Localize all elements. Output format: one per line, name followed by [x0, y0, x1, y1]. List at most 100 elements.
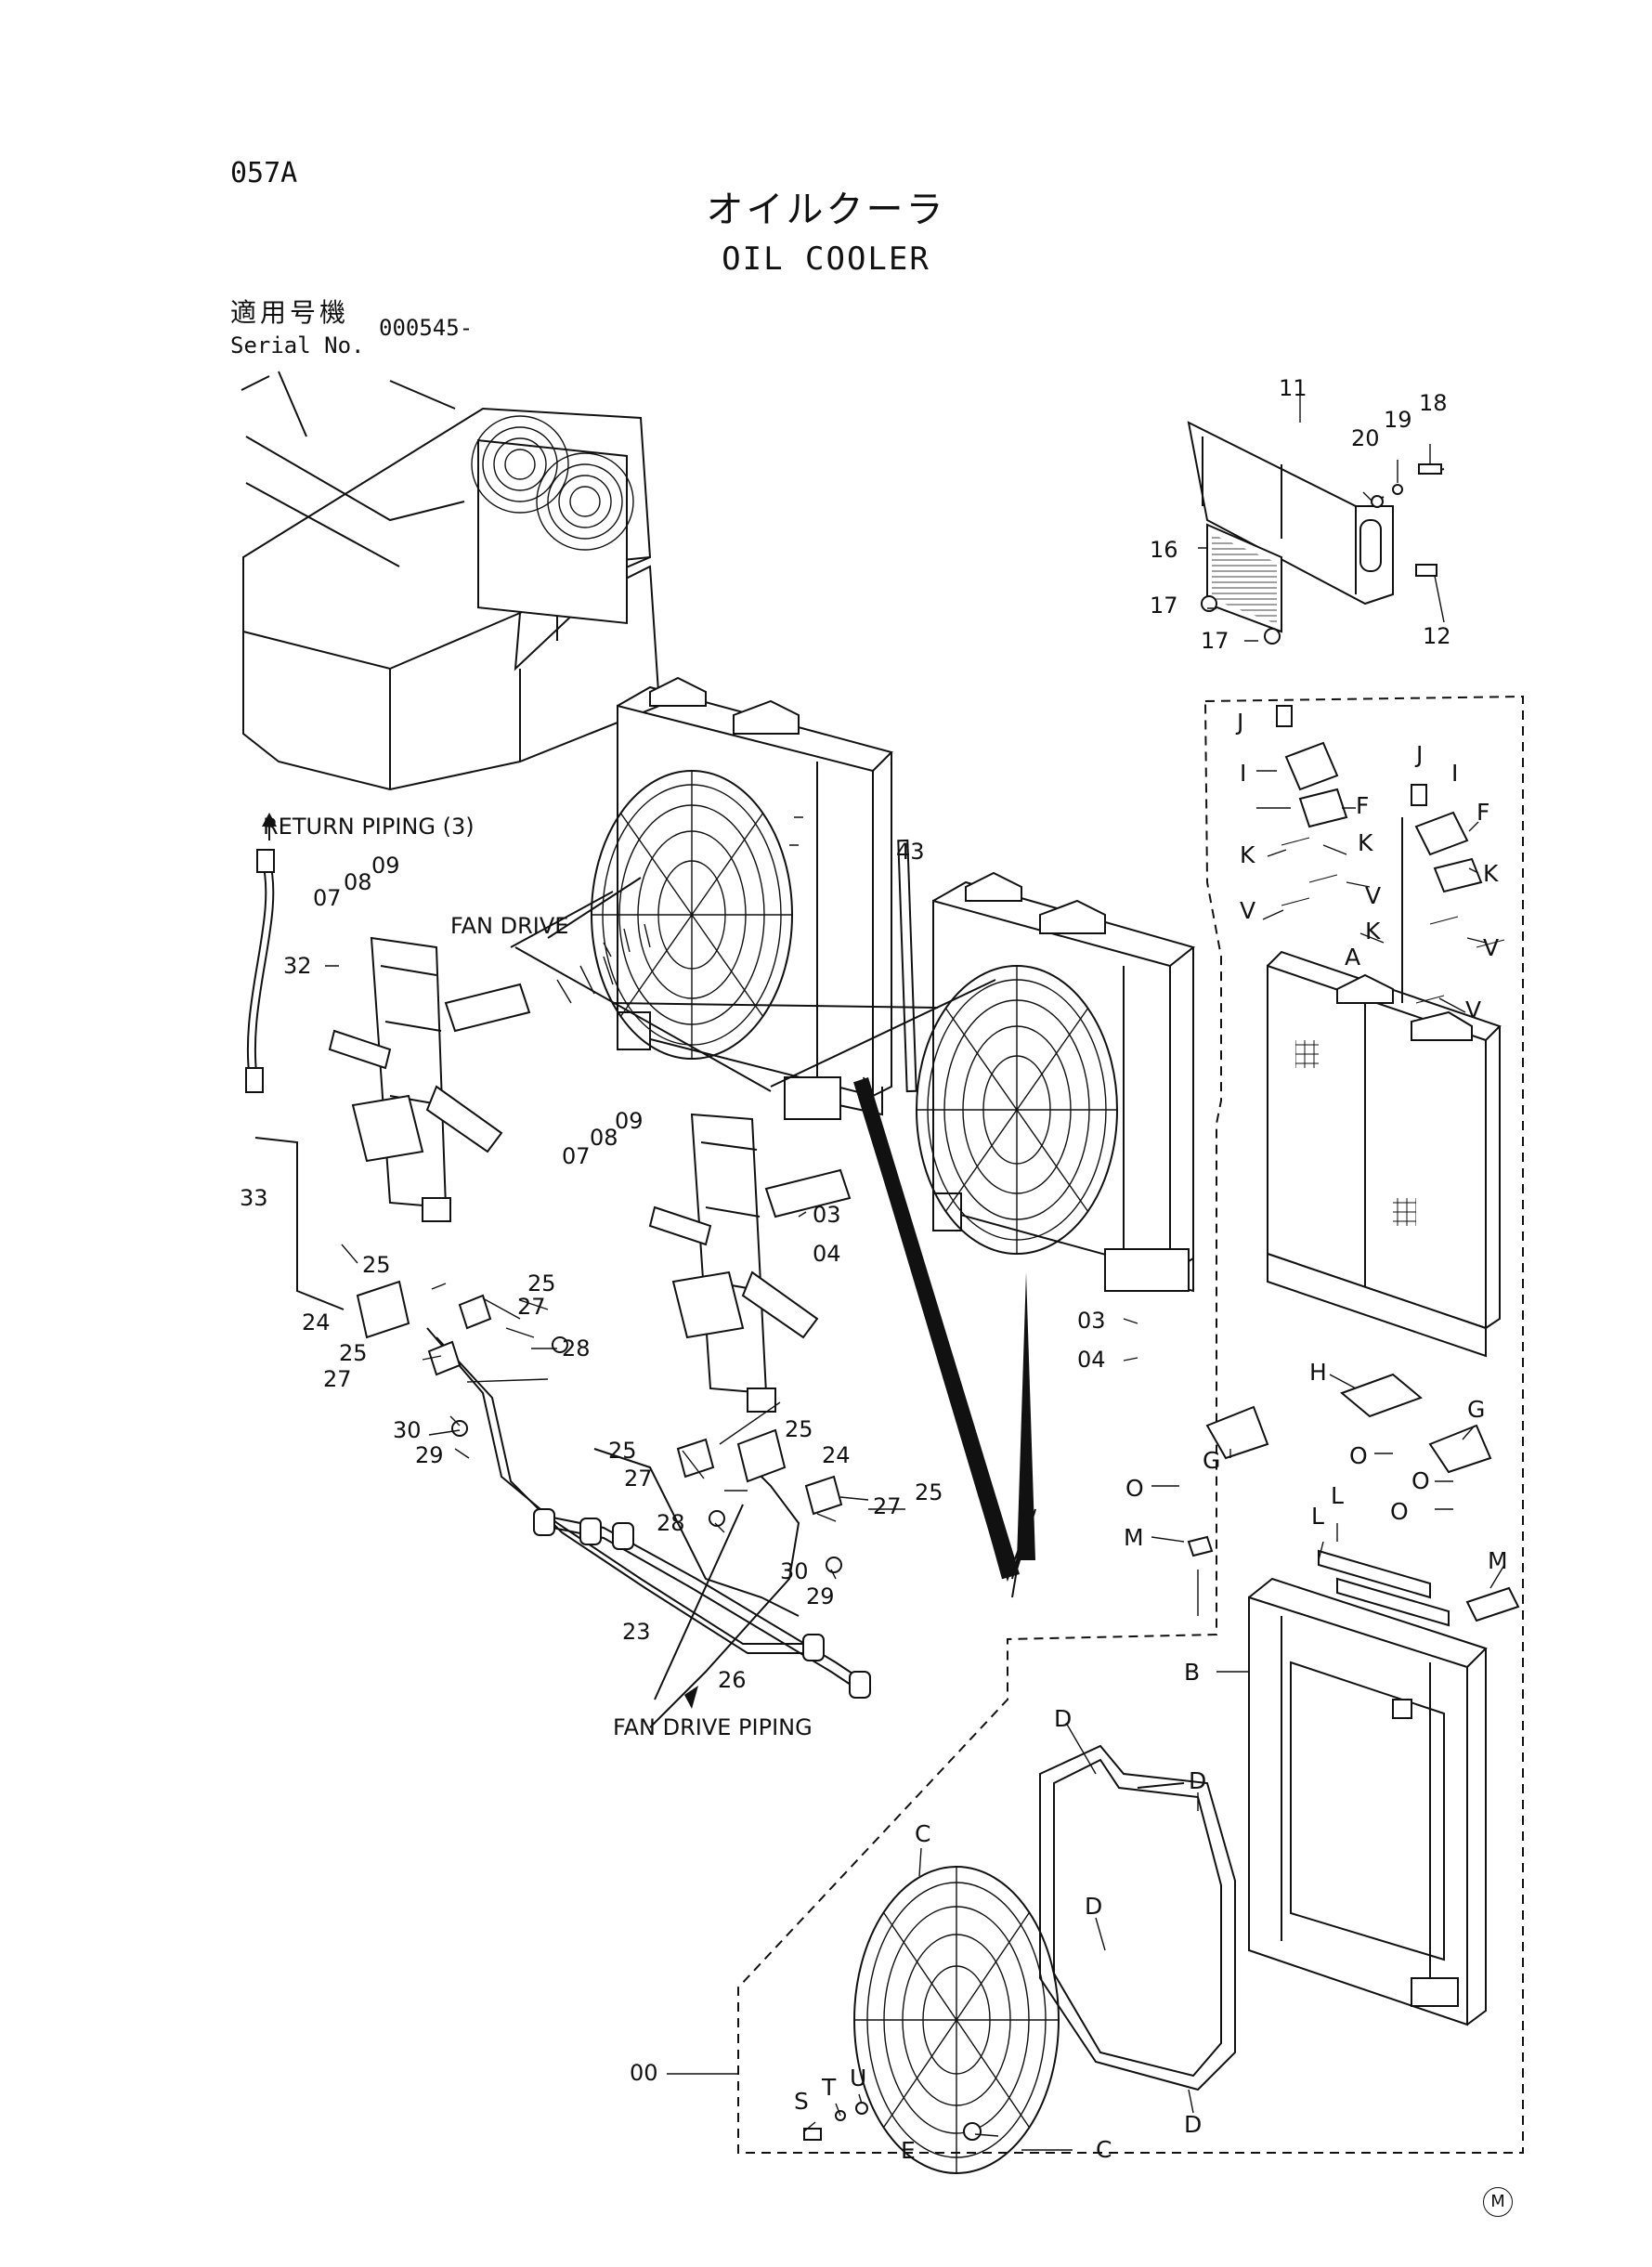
- callout-j-a: J: [1237, 709, 1244, 736]
- callout-v-c: V: [1483, 934, 1500, 961]
- callout-16: 16: [1150, 537, 1178, 563]
- return-piping-label: RETURN PIPING (3): [263, 814, 475, 840]
- shroud-frame: [1248, 1577, 1488, 2026]
- callout-32: 32: [283, 953, 312, 979]
- fan-guard-bottom-icon: [853, 1866, 1060, 2174]
- callout-d-b: D: [1189, 1767, 1207, 1794]
- return-arrow-icon: [262, 813, 277, 827]
- hardware-bolts-bottom: [803, 2102, 982, 2141]
- callout-28-a: 28: [562, 1335, 591, 1362]
- callout-l-b: L: [1311, 1503, 1324, 1530]
- callout-00: 00: [630, 2060, 658, 2086]
- callout-m-a: M: [1124, 1524, 1144, 1551]
- callout-k-c: K: [1365, 918, 1381, 945]
- serial-value: 000545-: [379, 315, 474, 341]
- callout-07-b: 07: [562, 1143, 591, 1169]
- hardware-bolts-top: [1371, 463, 1445, 577]
- callout-k-a: K: [1358, 829, 1373, 856]
- callout-o-c: O: [1411, 1467, 1430, 1494]
- callout-08-a: 08: [344, 869, 372, 895]
- serial-label: Serial No.: [230, 332, 365, 358]
- fan-guard-centre-icon: [916, 965, 1118, 1255]
- page-title-japanese: オイルクーラ: [706, 189, 946, 231]
- callout-d-c: D: [1085, 1893, 1103, 1920]
- assembly-boundary: [737, 695, 1524, 2154]
- callout-18: 18: [1419, 390, 1448, 416]
- fan-guard-left-icon: [591, 770, 793, 1060]
- callout-d-a: D: [1054, 1705, 1073, 1732]
- callout-g-b: G: [1203, 1447, 1221, 1474]
- callout-27-a: 27: [517, 1294, 546, 1320]
- seal-strip: [897, 839, 917, 1093]
- callout-v-b: V: [1240, 897, 1256, 924]
- callout-26: 26: [718, 1667, 747, 1693]
- callout-25-d: 25: [785, 1416, 813, 1442]
- callout-u: U: [850, 2065, 867, 2091]
- callout-27-b: 27: [323, 1366, 352, 1392]
- return-piping-hose: [245, 849, 275, 1093]
- callout-28-b: 28: [657, 1510, 685, 1536]
- callout-33: 33: [240, 1185, 268, 1211]
- callout-o-a: O: [1349, 1442, 1368, 1469]
- fan-drive-piping: [426, 1327, 871, 1728]
- callout-d-d: D: [1184, 2111, 1203, 2138]
- callout-17-a: 17: [1150, 593, 1178, 619]
- page-code: 057A: [230, 157, 298, 189]
- core-mesh-left-icon: [1295, 1040, 1319, 1068]
- callout-j-b: J: [1416, 741, 1424, 768]
- callout-19: 19: [1384, 407, 1412, 433]
- callout-l-a: L: [1331, 1482, 1344, 1509]
- callout-04-b: 04: [1077, 1347, 1106, 1373]
- callout-20: 20: [1351, 425, 1380, 451]
- callout-23: 23: [622, 1619, 651, 1645]
- callout-27-c: 27: [624, 1466, 653, 1492]
- callout-i-a: I: [1240, 760, 1247, 787]
- callout-f-b: F: [1476, 799, 1490, 826]
- callout-29-a: 29: [415, 1442, 444, 1468]
- maker-mark-icon: M: [1483, 2187, 1513, 2217]
- oil-cooler-bracket: [1187, 421, 1394, 606]
- piping-route-33: [254, 1137, 345, 1310]
- main-radiator: [1267, 950, 1502, 1358]
- callout-o-b: O: [1125, 1475, 1144, 1502]
- callout-25-a: 25: [362, 1252, 391, 1278]
- leader-lines: [325, 395, 1505, 2151]
- callout-25-e: 25: [608, 1438, 637, 1464]
- callout-03-a: 03: [813, 1202, 841, 1228]
- callout-b: B: [1184, 1659, 1201, 1686]
- callout-30-b: 30: [780, 1558, 809, 1584]
- machine-overview: [241, 371, 661, 791]
- callout-25-c: 25: [339, 1340, 368, 1366]
- cooler-unit-centre: [916, 871, 1196, 1293]
- fan-drive-piping-label: FAN DRIVE PIPING: [613, 1714, 813, 1740]
- callout-09-b: 09: [615, 1108, 644, 1134]
- callout-f-a: F: [1356, 792, 1370, 819]
- callout-25-f: 25: [915, 1479, 943, 1505]
- callout-08-b: 08: [590, 1125, 618, 1151]
- callout-o-d: O: [1390, 1498, 1409, 1525]
- callout-v-d: V: [1465, 997, 1482, 1023]
- callout-c-b: C: [1096, 2136, 1112, 2163]
- callout-09-a: 09: [371, 853, 400, 879]
- gasket-parts: [1039, 1744, 1236, 2091]
- callout-g-a: G: [1467, 1396, 1486, 1423]
- callout-25-b: 25: [527, 1270, 556, 1296]
- callout-11: 11: [1279, 375, 1307, 401]
- callout-24-b: 24: [822, 1442, 851, 1468]
- callout-m-b: M: [1488, 1547, 1508, 1574]
- page-title: OIL COOLER: [722, 241, 930, 278]
- callout-29-b: 29: [806, 1583, 835, 1609]
- callout-03-b: 03: [1077, 1308, 1106, 1334]
- callout-s: S: [794, 2088, 809, 2115]
- callout-30-a: 30: [393, 1417, 422, 1443]
- callout-27-d: 27: [873, 1493, 902, 1519]
- overview-fan-grille-left-icon: [471, 415, 569, 514]
- callout-24-a: 24: [302, 1309, 331, 1335]
- callout-a: A: [1345, 944, 1361, 971]
- callout-i-b: I: [1451, 760, 1459, 787]
- callout-04-a: 04: [813, 1241, 841, 1267]
- bracket-parts: [1276, 705, 1505, 1004]
- callout-07-a: 07: [313, 885, 342, 911]
- callout-c-a: C: [915, 1820, 931, 1847]
